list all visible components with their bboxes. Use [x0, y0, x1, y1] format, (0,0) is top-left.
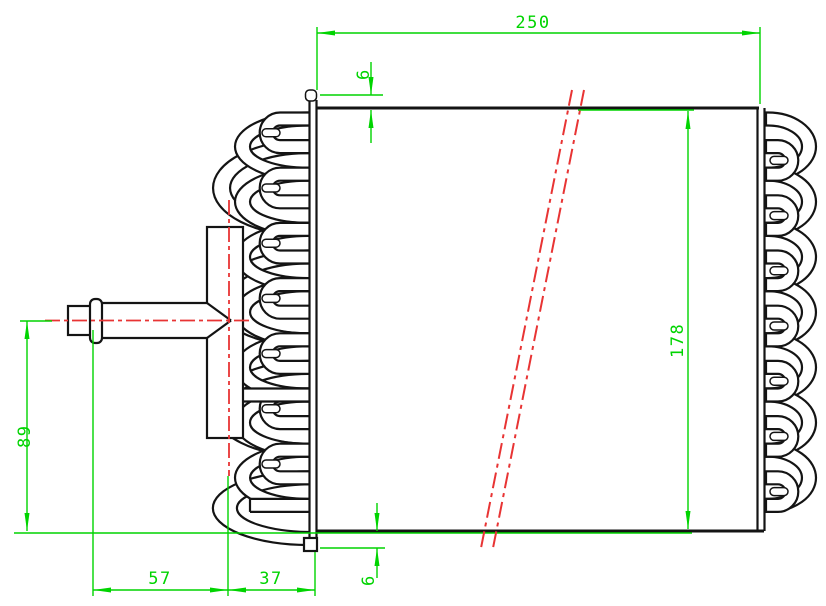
- coil-tube-slot: [769, 155, 789, 166]
- dim-178-label: 178: [668, 323, 688, 358]
- plate-bottom-foot: [302, 536, 319, 553]
- centerlines: [45, 89, 585, 549]
- plate-body: [308, 100, 318, 546]
- coil-tube-slot: [769, 266, 789, 276]
- right-end-plate: [756, 108, 766, 531]
- dim-6-top-label: 6: [354, 68, 374, 80]
- coil-tube-slot: [769, 431, 789, 442]
- coil-tube-slot: [769, 210, 789, 221]
- diagonal-centerline: [492, 89, 585, 549]
- manifold-upper-tube: [243, 387, 311, 403]
- tube-body: [243, 388, 311, 402]
- coil-tube-slot: [769, 321, 789, 331]
- coil-tube-slot: [769, 486, 789, 497]
- coil-tube-slot: [261, 404, 281, 414]
- coil-tube-slot: [769, 376, 789, 386]
- dimension-layer: 250 6 178 89 57 37 6: [15, 13, 761, 596]
- pipe-taper: [206, 302, 232, 322]
- manifold-lower-tube: [248, 497, 311, 513]
- diagonal-centerline: [480, 89, 573, 549]
- dim-6-bottom-label: 6: [359, 574, 379, 586]
- left-end-plate: [302, 89, 319, 553]
- core-body: [316, 106, 764, 533]
- plate-body: [756, 108, 766, 531]
- dim-89-label: 89: [15, 425, 35, 448]
- right-coil-bends: [764, 111, 818, 513]
- dim-37-label: 37: [259, 569, 282, 589]
- coil-tube-slot: [261, 128, 281, 138]
- tube-body: [250, 498, 311, 512]
- dim-57-label: 57: [148, 569, 171, 589]
- coil-tube-slot: [261, 293, 281, 304]
- plate-top-cap: [304, 89, 318, 102]
- coil-tube-slot: [261, 183, 281, 193]
- coil-tube-slot: [261, 348, 281, 359]
- coil-tube-slot: [261, 459, 281, 469]
- pipe-taper: [206, 319, 232, 339]
- coil-tube-slot: [261, 238, 281, 248]
- dim-250-label: 250: [515, 13, 550, 33]
